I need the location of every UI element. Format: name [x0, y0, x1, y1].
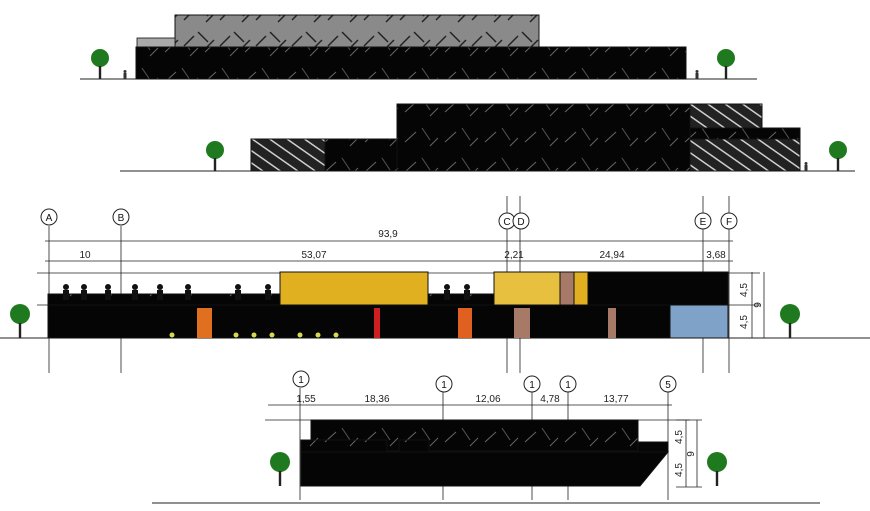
- orange-door: [197, 308, 212, 338]
- light-fixture: [315, 332, 321, 338]
- dark-block-low: [324, 138, 399, 172]
- upper-right-block: [689, 103, 763, 129]
- dark-block-tall: [396, 103, 691, 172]
- person-icon: [81, 284, 87, 300]
- light-fixture: [333, 332, 339, 338]
- segment-dimension: 4,78: [540, 394, 560, 405]
- hatched-block-right: [689, 138, 801, 172]
- band-right: [689, 127, 801, 140]
- elevation-a: [80, 14, 757, 80]
- brown-panel: [559, 271, 575, 306]
- vertical-dimension: 4,5: [674, 430, 685, 444]
- grid-label: B: [118, 213, 125, 224]
- dark-volume-upper: [587, 271, 729, 306]
- tree-icon: [780, 304, 800, 338]
- person-icon: [444, 284, 450, 300]
- segment-dimension: 13,77: [603, 394, 628, 405]
- people-group: [63, 284, 470, 338]
- grid-label: 5: [665, 380, 671, 391]
- grid-bubble-d: D: [512, 212, 530, 230]
- grid-label: F: [726, 217, 732, 228]
- elevation-b: [120, 103, 855, 172]
- light-fixture: [269, 332, 275, 338]
- grid-label: A: [46, 213, 53, 224]
- vertical-dimension: 4,5: [674, 463, 685, 477]
- tree-icon: [91, 49, 109, 79]
- red-door: [374, 308, 380, 338]
- vertical-dimension: 4,5: [739, 315, 750, 329]
- brown-door: [514, 308, 530, 338]
- gold-panel: [279, 271, 429, 306]
- ground-floor: [47, 304, 729, 339]
- grid-label: C: [503, 217, 510, 228]
- terrace-rail: [427, 293, 495, 306]
- grid-label: 1: [529, 380, 535, 391]
- terrace-rail-right: [637, 441, 669, 453]
- grid-label: D: [517, 217, 524, 228]
- vertical-dimension: 9: [753, 302, 764, 308]
- hatched-block-left: [250, 138, 326, 172]
- grid-bubble-5: 5: [659, 375, 677, 393]
- person-icon: [265, 284, 271, 300]
- main-dark-volume: [135, 46, 687, 80]
- elevation-d: 1 1 1 1 5 1,55 18,36 12,06 4,78 13,77: [152, 370, 820, 504]
- sloped-ground-floor: [300, 451, 670, 487]
- segment-dimension: 53,07: [301, 250, 326, 261]
- tree-icon: [270, 452, 290, 486]
- terrace-rail-short: [398, 439, 430, 453]
- gold-strip: [573, 271, 589, 306]
- upper-grey-volume: [174, 14, 540, 48]
- person-icon: [63, 284, 69, 300]
- grid-label: 1: [565, 380, 571, 391]
- segment-dimension: 2,21: [504, 250, 524, 261]
- light-fixture: [233, 332, 239, 338]
- light-fixture: [297, 332, 303, 338]
- grid-label: 1: [441, 380, 447, 391]
- segment-dimension: 12,06: [475, 394, 500, 405]
- grid-bubble-1: 1: [523, 375, 541, 393]
- gold-panel-small: [493, 271, 561, 306]
- segment-dimension: 18,36: [364, 394, 389, 405]
- grid-bubble-f: F: [720, 212, 738, 230]
- grid-bubble-1: 1: [435, 375, 453, 393]
- vertical-dimension: 9: [686, 451, 697, 457]
- tree-icon: [707, 452, 727, 486]
- blue-glazing: [669, 304, 729, 339]
- tree-icon: [829, 141, 847, 171]
- grid-bubble-a: A: [40, 208, 58, 226]
- person-icon: [157, 284, 163, 300]
- light-fixture: [169, 332, 175, 338]
- grid-bubble-c: C: [498, 212, 516, 230]
- vertical-dimension: 4,5: [739, 283, 750, 297]
- light-fixture: [251, 332, 257, 338]
- grid-bubble-e: E: [694, 212, 712, 230]
- tree-icon: [717, 49, 735, 79]
- person-icon: [235, 284, 241, 300]
- grid-bubble-b: B: [112, 208, 130, 226]
- terrace-rail: [300, 439, 388, 453]
- person-icon: [185, 284, 191, 300]
- person-icon: [804, 162, 808, 171]
- tree-icon: [10, 304, 30, 338]
- person-icon: [132, 284, 138, 300]
- segment-dimension: 24,94: [599, 250, 624, 261]
- segment-dimension: 3,68: [706, 250, 726, 261]
- grid-label: E: [700, 217, 707, 228]
- person-icon: [123, 70, 127, 79]
- person-icon: [105, 284, 111, 300]
- elevation-c: A B C D E F 93,9 10 53,07 2,21 24,94: [0, 196, 870, 373]
- segment-dimension: 1,55: [296, 394, 316, 405]
- person-icon: [695, 70, 699, 79]
- segment-dimension: 10: [79, 250, 91, 261]
- grid-bubble-1: 1: [559, 375, 577, 393]
- grid-bubble-1: 1: [292, 370, 310, 388]
- overall-dimension: 93,9: [378, 229, 398, 240]
- grid-label: 1: [298, 375, 304, 386]
- orange-door: [458, 308, 472, 338]
- tree-icon: [206, 141, 224, 171]
- brown-door: [608, 308, 616, 338]
- person-icon: [464, 284, 470, 300]
